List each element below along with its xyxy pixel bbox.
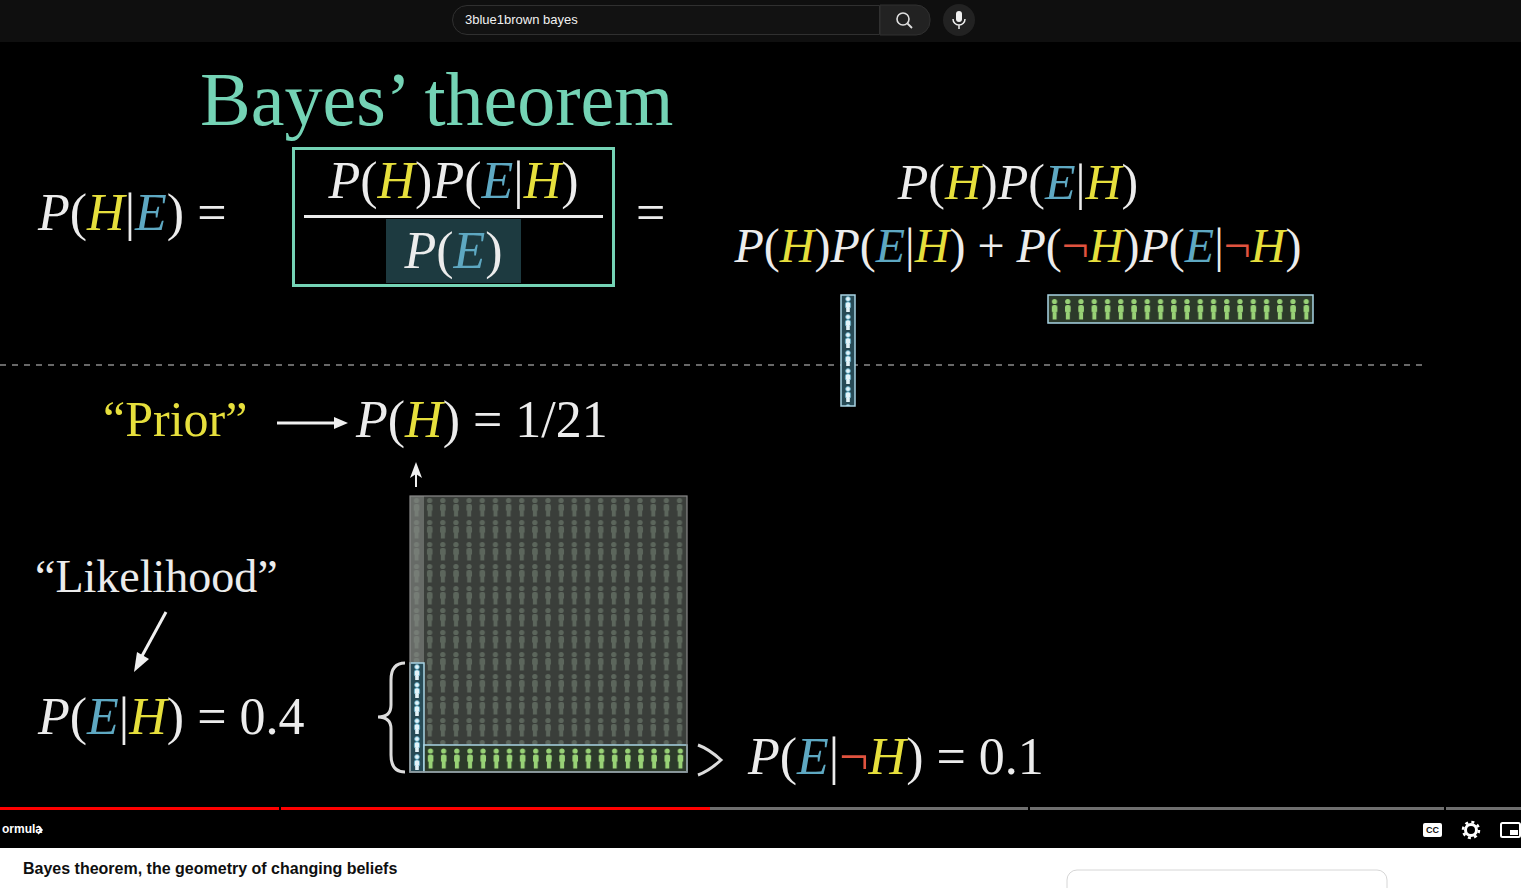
video-title: Bayes theorem, the geometry of changing … — [23, 860, 397, 878]
formula: P(H|E) = — [38, 183, 227, 243]
equals-sign: = — [636, 183, 665, 243]
cc-button: CC — [1423, 823, 1442, 837]
formula-denominator: P(H)P(E|H) + P(¬H)P(E|¬H) — [735, 218, 1302, 273]
prior-caption: “Prior” — [103, 391, 247, 449]
search-box: 3blue1brown bayes — [452, 5, 880, 35]
likelihood-not-value: P(E|¬H) = 0.1 — [748, 727, 1044, 787]
likelihood-caption: “Likelihood” — [35, 551, 278, 604]
box-numerator: P(H)P(E|H) — [328, 151, 578, 211]
box-denominator: P(E) — [386, 219, 520, 283]
chapter-name: ormula — [2, 823, 42, 837]
heading: Bayes’ theorem — [200, 56, 673, 143]
fraction-bar — [304, 215, 603, 218]
formula-numerator: P(H)P(E|H) — [898, 154, 1139, 212]
cc-label: CC — [1426, 825, 1439, 835]
search-query: 3blue1brown bayes — [465, 13, 578, 28]
likelihood-value: P(E|H) = 0.4 — [38, 687, 305, 747]
prior-value: P(H) = 1/21 — [356, 390, 608, 450]
formula-box: P(H)P(E|H) P(E) — [292, 147, 615, 287]
